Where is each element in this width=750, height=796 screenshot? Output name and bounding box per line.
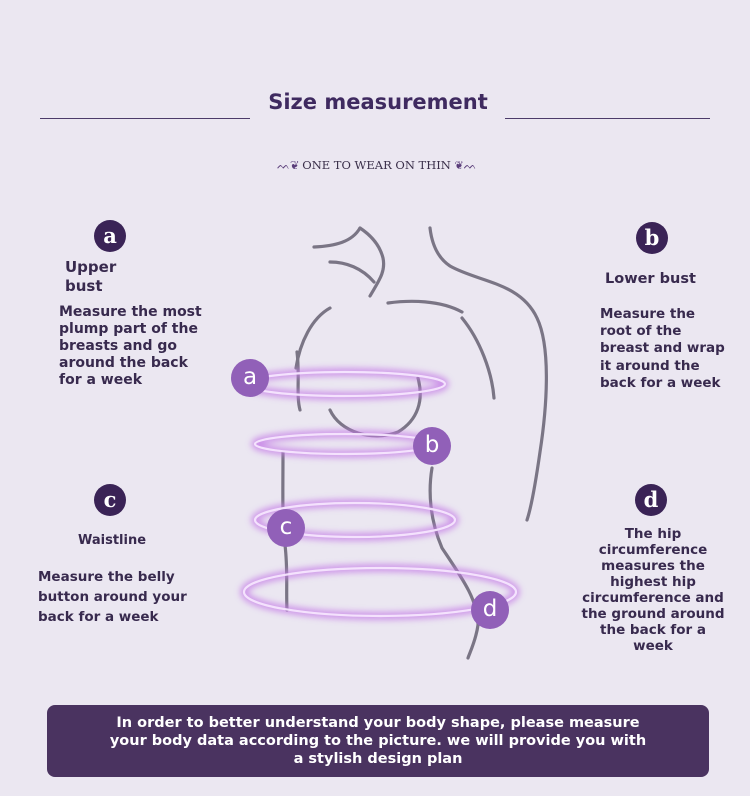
- badge-b: b: [636, 222, 668, 254]
- label-lower-bust: Lower bust: [605, 270, 725, 288]
- label-upper-bust: Upper bust: [65, 258, 145, 296]
- label-waistline: Waistline: [78, 533, 168, 549]
- figure-marker-b: b: [413, 427, 451, 465]
- desc-upper-bust: Measure the most plump part of the breas…: [59, 304, 209, 389]
- figure-marker-d: d: [471, 591, 509, 629]
- banner-text: In order to better understand your body …: [110, 715, 646, 767]
- instruction-banner: In order to better understand your body …: [47, 705, 709, 777]
- badge-d: d: [635, 484, 667, 516]
- badge-c: c: [94, 484, 126, 516]
- figure-marker-c: c: [267, 509, 305, 547]
- figure-marker-a: a: [231, 359, 269, 397]
- badge-a: a: [94, 220, 126, 252]
- desc-waistline: Measure the belly button around your bac…: [38, 567, 193, 627]
- desc-hip-circumference: The hip circumference measures the highe…: [578, 526, 728, 654]
- desc-lower-bust: Measure the root of the breast and wrap …: [600, 306, 730, 392]
